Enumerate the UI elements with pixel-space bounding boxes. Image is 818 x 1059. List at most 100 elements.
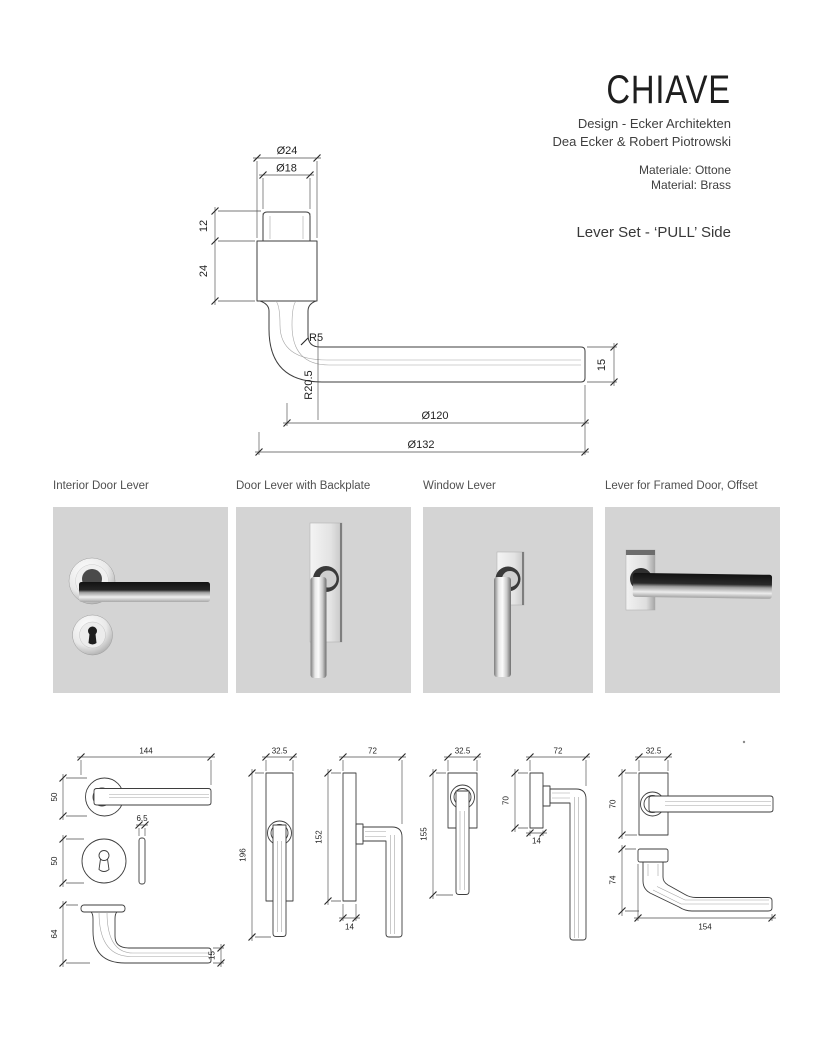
plate-side-outline [138, 837, 146, 885]
lever-outline [549, 788, 587, 941]
grip-outline [272, 824, 287, 937]
ticks [511, 753, 590, 837]
dims [621, 756, 672, 839]
dim-length: 154 [698, 923, 712, 932]
side-highlights [98, 911, 209, 957]
dim-plate-depth: 14 [345, 923, 354, 932]
product-label: Interior Door Lever [53, 480, 149, 492]
keyhole-circle [98, 850, 110, 861]
rose-side-outline [80, 904, 126, 913]
dim-plate-depth: 14 [532, 837, 541, 846]
product-title: CHIAVE [606, 68, 731, 112]
dim-plate-height: 152 [315, 830, 324, 844]
dim-width: 72 [368, 747, 377, 756]
dims [251, 756, 297, 941]
dim-width: 32.5 [272, 747, 288, 756]
grip-highlights [665, 801, 771, 806]
set-description: Lever Set - ‘PULL’ Side [576, 224, 731, 241]
ticks [59, 901, 225, 967]
material-line-it: Materiale: Ottone [638, 163, 731, 177]
grip-outline [648, 795, 774, 813]
product-door-lever-backplate: Door Lever with Backplate [236, 480, 411, 693]
product-label: Window Lever [423, 480, 496, 492]
door-lever-backplate-photo [236, 507, 411, 693]
dims [432, 756, 481, 899]
ticks [324, 753, 406, 922]
lever-grip [79, 582, 210, 602]
dim-dia18: Ø18 [276, 163, 297, 175]
lever-arm-outline [259, 300, 586, 383]
dims [327, 756, 406, 921]
dim-width: 32.5 [455, 747, 471, 756]
backplate-side-outline [342, 772, 357, 902]
highlights [552, 792, 579, 938]
product-label: Door Lever with Backplate [236, 480, 371, 492]
grip-outline [93, 788, 212, 806]
dim-bar15: 15 [596, 359, 608, 371]
highlights [647, 864, 769, 905]
grip-highlights [277, 841, 282, 932]
ticks [59, 753, 215, 820]
grip-highlights [109, 794, 209, 798]
window-side-drawing: 72 70 14 [502, 747, 590, 941]
ticks [248, 753, 297, 941]
interior-escutcheon-drawing: 50 6.5 [50, 814, 149, 887]
lever-outline [362, 826, 403, 938]
dim-dia24: Ø24 [277, 145, 298, 157]
lever-grip [494, 577, 511, 677]
dim-dia132: Ø132 [408, 439, 435, 451]
rose-side-outline [529, 772, 544, 829]
r5-leader-tick [300, 337, 309, 346]
product-framed-door-lever: Lever for Framed Door, Offset [605, 480, 780, 693]
dim-plate-height: 70 [502, 796, 511, 805]
dim-rad20-5: R20.5 [303, 370, 315, 399]
material-info: Materiale: Ottone Material: Brass [639, 163, 731, 192]
offset-side-drawing: 74 154 [609, 845, 776, 932]
dimension-labels: Ø24 Ø18 12 24 R5 R20.5 Ø120 Ø132 15 [198, 145, 608, 451]
framed-door-lever-photo [605, 507, 780, 693]
backplate-front-drawing: 32.5 196 [239, 747, 297, 941]
product-window-lever: Window Lever [423, 480, 593, 693]
dim-width: 72 [554, 747, 563, 756]
dim-width: 144 [139, 747, 153, 756]
lever-side-outline [90, 911, 212, 964]
title-block: CHIAVE Design - Ecker Architekten Dea Ec… [0, 0, 818, 250]
collar-outline [355, 823, 364, 845]
dims [62, 756, 215, 820]
window-lever-photo [423, 507, 593, 693]
dim-len12: 12 [198, 220, 210, 232]
dim-plate-height: 70 [609, 799, 618, 808]
dim-height: 64 [50, 929, 59, 938]
dim-width: 32.5 [646, 747, 662, 756]
arm-highlight-1 [275, 300, 581, 361]
rose-cylinder-outline [256, 240, 318, 302]
spec-drawings: 144 50 50 6.5 64 15 [50, 740, 776, 967]
window-front-drawing: 32.5 155 [420, 747, 481, 899]
knob-outline [262, 211, 311, 241]
material-line-en: Material: Brass [650, 177, 731, 192]
ticks [618, 753, 672, 839]
dim-dia120: Ø120 [422, 410, 449, 422]
product-label: Lever for Framed Door, Offset [605, 480, 758, 492]
ticks [429, 753, 481, 899]
dim-height: 155 [420, 827, 429, 841]
arm-highlight-2 [291, 300, 581, 366]
dim-dia: 50 [50, 856, 59, 865]
dims [621, 845, 776, 921]
highlights [365, 831, 395, 934]
rose-top-shadow [626, 550, 655, 555]
ticks [618, 845, 776, 922]
dim-lever-thickness: 15 [208, 951, 217, 960]
dim-rad5: R5 [309, 332, 323, 344]
backplate-side-drawing: 72 152 14 [315, 747, 406, 938]
lever-grip [310, 577, 327, 678]
offset-front-drawing: 32.5 70 [609, 747, 774, 839]
main-technical-drawing: Ø24 Ø18 12 24 R5 R20.5 Ø120 Ø132 15 [198, 145, 618, 456]
interior-front-drawing: 144 50 [50, 747, 215, 820]
collar-outline [542, 785, 551, 807]
backplate-edge-shadow [340, 523, 342, 642]
stray-print-mark [742, 740, 746, 744]
escutcheon-outline [81, 838, 127, 884]
dims [62, 824, 148, 887]
